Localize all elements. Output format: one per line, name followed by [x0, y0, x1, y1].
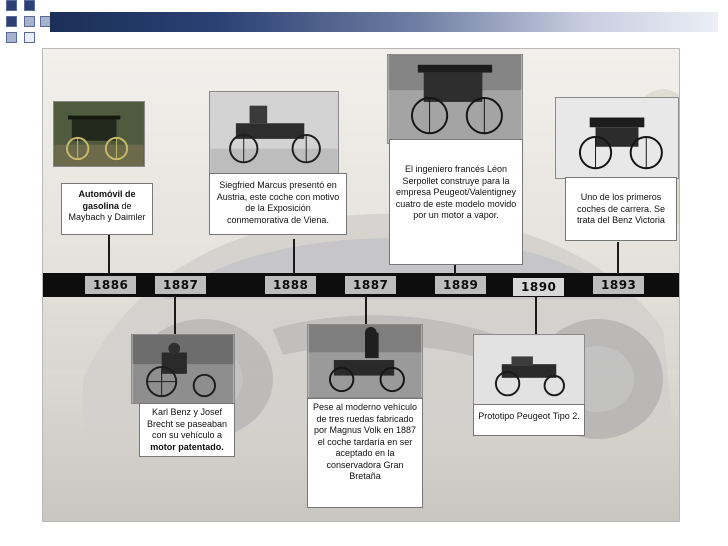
- header-square: [6, 32, 17, 43]
- slide-panel: 1886 1887 1888 1887 1889 1890 1893 Autom…: [42, 48, 680, 522]
- caption-1893-text: Uno de los primeros coches de carrera. S…: [577, 192, 665, 225]
- header-square: [24, 16, 35, 27]
- caption-1887-volk: Pese al moderno vehículo de tres ruedas …: [307, 398, 423, 508]
- benz-victoria-photo: [555, 97, 679, 179]
- year-label-1886: 1886: [85, 276, 136, 294]
- caption-1887-benz: Karl Benz y Josef Brecht se paseaban con…: [139, 403, 235, 457]
- caption-1886: Automóvil de gasolina de Maybach y Daiml…: [61, 183, 153, 235]
- serpollet-steam-car-photo: [387, 54, 523, 144]
- peugeot-type2-photo: [473, 334, 585, 408]
- caption-1887-benz-bold: motor patentado.: [150, 442, 224, 452]
- caption-1890-text: Prototipo Peugeot Tipo 2.: [478, 411, 580, 421]
- volk-three-wheeler-photo: [307, 324, 423, 398]
- year-label-1890: 1890: [513, 278, 564, 296]
- header-square: [24, 0, 35, 11]
- caption-1888-text: Siegfried Marcus presentó en Austria, es…: [217, 180, 340, 225]
- caption-1890: Prototipo Peugeot Tipo 2.: [473, 404, 585, 436]
- marcus-car-photo: [209, 91, 339, 177]
- year-label-1888: 1888: [265, 276, 316, 294]
- header-squares-decoration: [0, 0, 50, 50]
- benz-motorwagen-photo: [131, 334, 235, 404]
- year-label-1893: 1893: [593, 276, 644, 294]
- year-label-1889: 1889: [435, 276, 486, 294]
- caption-1887-volk-text: Pese al moderno vehículo de tres ruedas …: [313, 402, 417, 481]
- horse-carriage-car-photo: [53, 101, 145, 167]
- connector-line: [617, 242, 619, 274]
- connector-line: [293, 239, 295, 274]
- connector-line: [174, 296, 176, 334]
- caption-1893: Uno de los primeros coches de carrera. S…: [565, 177, 677, 241]
- header-square: [24, 32, 35, 43]
- header-square: [6, 16, 17, 27]
- year-label-1887: 1887: [155, 276, 206, 294]
- connector-line: [365, 296, 367, 324]
- connector-line: [535, 296, 537, 336]
- caption-1887-benz-text: Karl Benz y Josef Brecht se paseaban con…: [147, 407, 227, 440]
- caption-1889: El ingeniero francés Léon Serpollet cons…: [389, 139, 523, 265]
- connector-line: [108, 234, 110, 274]
- header-square: [6, 0, 17, 11]
- connector-line: [454, 264, 456, 274]
- header-gradient-bar: [50, 12, 718, 32]
- caption-1889-text: El ingeniero francés Léon Serpollet cons…: [396, 164, 517, 220]
- caption-1888: Siegfried Marcus presentó en Austria, es…: [209, 173, 347, 235]
- year-label-1887-volk: 1887: [345, 276, 396, 294]
